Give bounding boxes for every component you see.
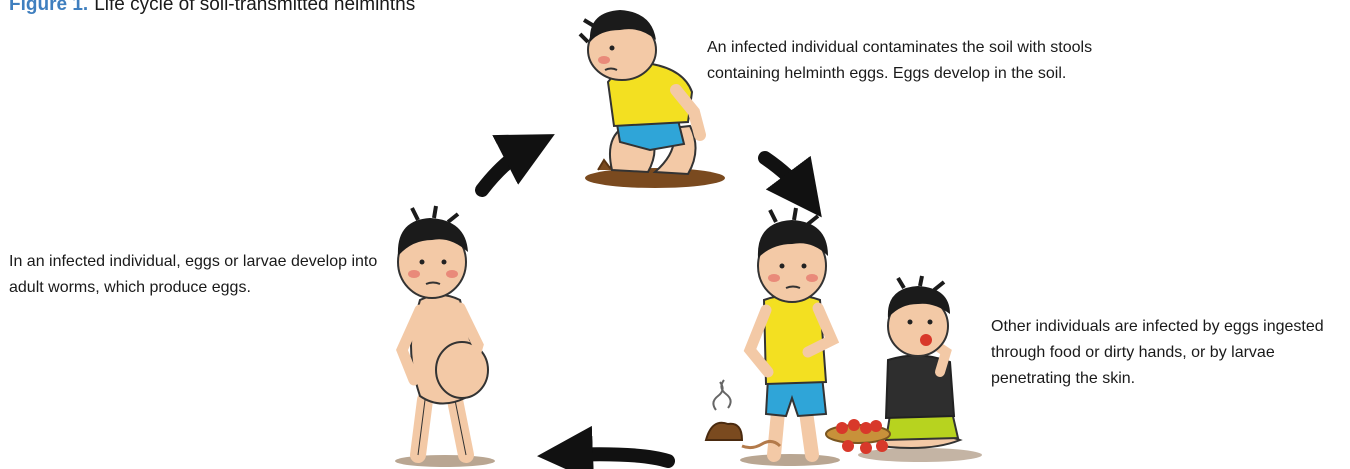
standing-child-figure [706,208,840,466]
tomato-in-hand [920,334,932,346]
swollen-belly-child-figure [395,206,495,467]
cycle-arrow-up-left [482,147,530,190]
cycle-arrow-left [565,454,668,461]
sitting-child-figure [826,276,982,462]
cycle-arrow-down-right [765,158,805,195]
feces-pile [706,423,742,440]
squatting-child-figure [580,10,725,188]
